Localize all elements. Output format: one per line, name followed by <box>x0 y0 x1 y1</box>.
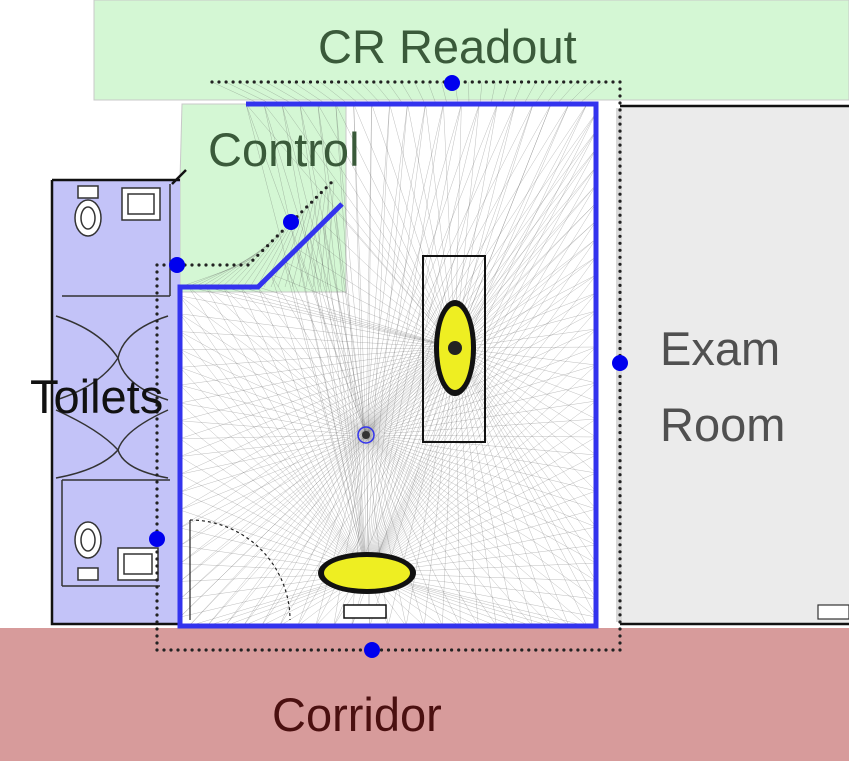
cabinet <box>343 604 387 619</box>
room-label: Room <box>660 398 785 451</box>
door-swing-icon <box>189 519 291 621</box>
building-walls <box>50 104 849 626</box>
calculation-point-icon[interactable] <box>612 355 628 371</box>
calculation-point-icon[interactable] <box>169 257 185 273</box>
calculation-points <box>149 75 628 658</box>
calculation-boundary <box>155 80 622 652</box>
shield-wall[interactable] <box>177 101 599 629</box>
source-marker <box>357 426 375 444</box>
corridor-label: Corridor <box>272 688 442 741</box>
calculation-point-icon[interactable] <box>149 531 165 547</box>
toilet-icon <box>74 185 102 237</box>
toilet-fixtures <box>55 184 171 587</box>
sink-icon <box>117 547 159 581</box>
exam-room-zone[interactable] <box>620 106 849 624</box>
control-label: Control <box>208 123 360 176</box>
exam-fixture <box>817 604 849 620</box>
cr-readout-label: CR Readout <box>318 20 577 73</box>
calculation-point-icon[interactable] <box>283 214 299 230</box>
toilet-icon <box>74 521 102 581</box>
exam-label: Exam <box>660 322 780 375</box>
radiation-source-icon[interactable] <box>318 552 416 594</box>
sink-icon <box>121 187 161 221</box>
toilets-label: Toilets <box>30 370 163 423</box>
calculation-point-icon[interactable] <box>444 75 460 91</box>
calculation-point-icon[interactable] <box>364 642 380 658</box>
radiation-source-icon[interactable] <box>434 300 476 396</box>
ray-lines <box>179 81 604 627</box>
xray-table[interactable] <box>422 255 486 443</box>
